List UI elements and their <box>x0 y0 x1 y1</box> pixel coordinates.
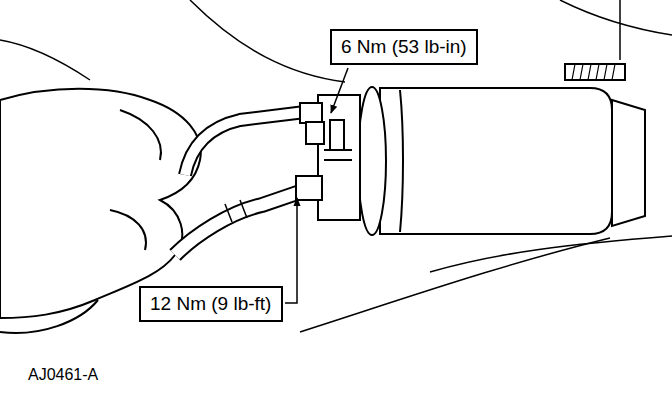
torque-value: 6 Nm (53 lb-in) <box>341 36 467 58</box>
battery-cables <box>175 112 305 255</box>
background-lines <box>0 0 672 332</box>
torque-callout-box: 12 Nm (9 lb-ft) <box>139 286 283 322</box>
torque-callout-box: 6 Nm (53 lb-in) <box>330 29 478 65</box>
figure-number: AJ0461-A <box>28 366 98 384</box>
leader-lines <box>285 68 348 303</box>
torque-value: 12 Nm (9 lb-ft) <box>150 293 272 315</box>
solenoid-terminals <box>296 95 360 220</box>
starter-motor <box>358 64 645 235</box>
